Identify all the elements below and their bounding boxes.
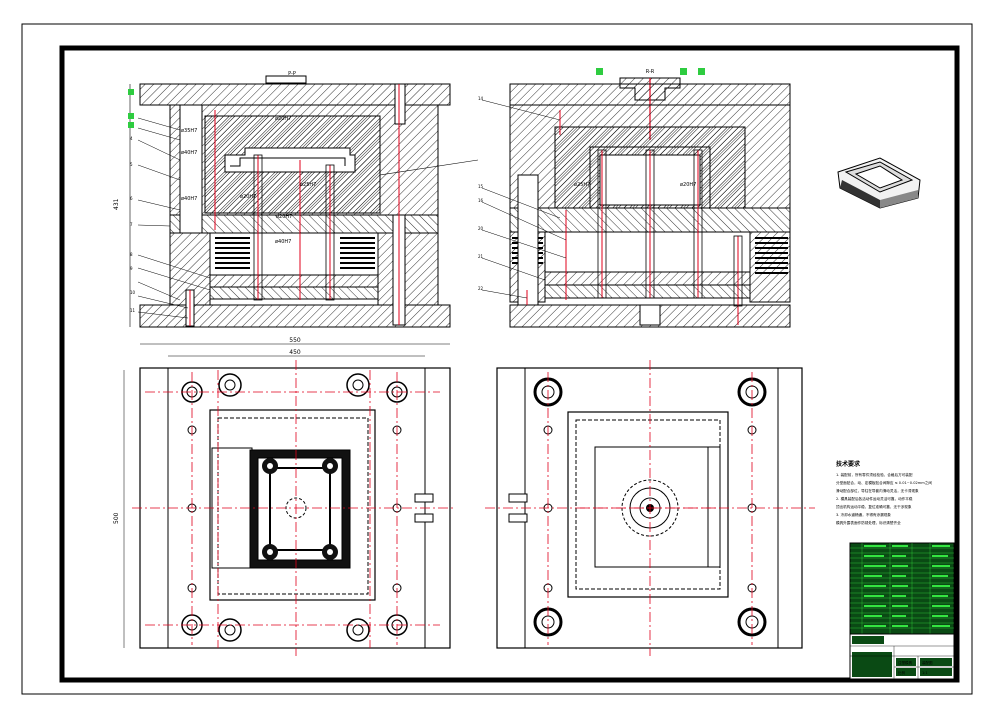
callout-number: 7	[130, 222, 133, 227]
fit-label: ø35H7	[181, 128, 197, 134]
callout-number: 9	[130, 266, 133, 271]
technical-requirements: 技术要求 1. 装配前，所有零件须经检验，合格后方可装配 分型面贴合，动、定模板…	[836, 460, 932, 525]
fit-label: ø20H7	[680, 182, 696, 188]
fit-label: ø20H7	[276, 214, 292, 220]
tech-title: 技术要求	[836, 460, 861, 468]
callout-number: 10	[130, 290, 136, 295]
callout-number: 21	[478, 254, 484, 259]
fit-label: ø20H7	[240, 194, 256, 200]
tech-line: 3. 冷却水道畅通，不得有渗漏现象	[836, 512, 891, 517]
callout-number: 11	[130, 308, 136, 313]
fit-label: ø40H7	[181, 150, 197, 156]
tech-line: 顶出机构运动平稳，复位准确可靠，无干涉现象	[836, 504, 912, 509]
section-rr-label: R-R	[646, 69, 655, 75]
title-block-cell: 1:1	[922, 671, 928, 675]
callout-number: 20	[478, 226, 484, 231]
plan-view-left: 550 450 500	[113, 337, 455, 656]
callout-number: 16	[478, 198, 484, 203]
tech-line: 1. 装配前，所有零件须经检验，合格后方可装配	[836, 472, 913, 477]
part-isometric-view	[837, 157, 921, 209]
fit-label: ø20H7	[275, 116, 291, 122]
plan-view-right	[485, 360, 815, 656]
fit-label: ø40H7	[181, 196, 197, 202]
tech-line: 模具外露表面作防锈处理，标识清楚齐全	[836, 520, 901, 525]
tech-line: 分型面贴合，动、定模板贴合间隙应 ≤ 0.01~0.02mm之间	[836, 480, 932, 485]
dim-inner-width: 450	[289, 349, 301, 356]
section-rr-view: R-R	[478, 68, 791, 328]
callout-number: 5	[130, 162, 133, 167]
tech-line: 滑动配合部位，导柱在导套内滑动灵活，无卡滞现象	[836, 488, 919, 493]
dim-overall-width: 550	[289, 337, 301, 344]
title-block-cell: 比例	[898, 670, 906, 675]
callout-number: 4	[130, 136, 133, 141]
fit-label: ø40H7	[275, 239, 291, 245]
callout-number: 14	[478, 96, 484, 101]
callout-number: 22	[478, 286, 484, 291]
dim-overall-height: 500	[113, 512, 120, 524]
fit-label: ø25H7	[574, 182, 590, 188]
parts-list-table: 注塑模具 装配图 比例 1:1	[849, 542, 955, 680]
callout-number: 15	[478, 184, 484, 189]
inner-frame	[59, 45, 960, 683]
callout-number: 6	[130, 196, 133, 201]
title-block-cell: 装配图	[922, 660, 933, 665]
section-pp-label: P-P	[288, 71, 296, 77]
tech-line: 2. 模具装配后各活动件运动灵活可靠，动作平稳	[836, 496, 913, 501]
title-block-cell: 注塑模具	[898, 660, 912, 665]
fit-label: ø25H7	[300, 182, 316, 188]
section-pp-view: P-P	[113, 71, 479, 328]
outer-frame	[21, 23, 973, 695]
callout-number: 8	[130, 252, 133, 257]
dim-height-431: 431	[113, 198, 120, 210]
